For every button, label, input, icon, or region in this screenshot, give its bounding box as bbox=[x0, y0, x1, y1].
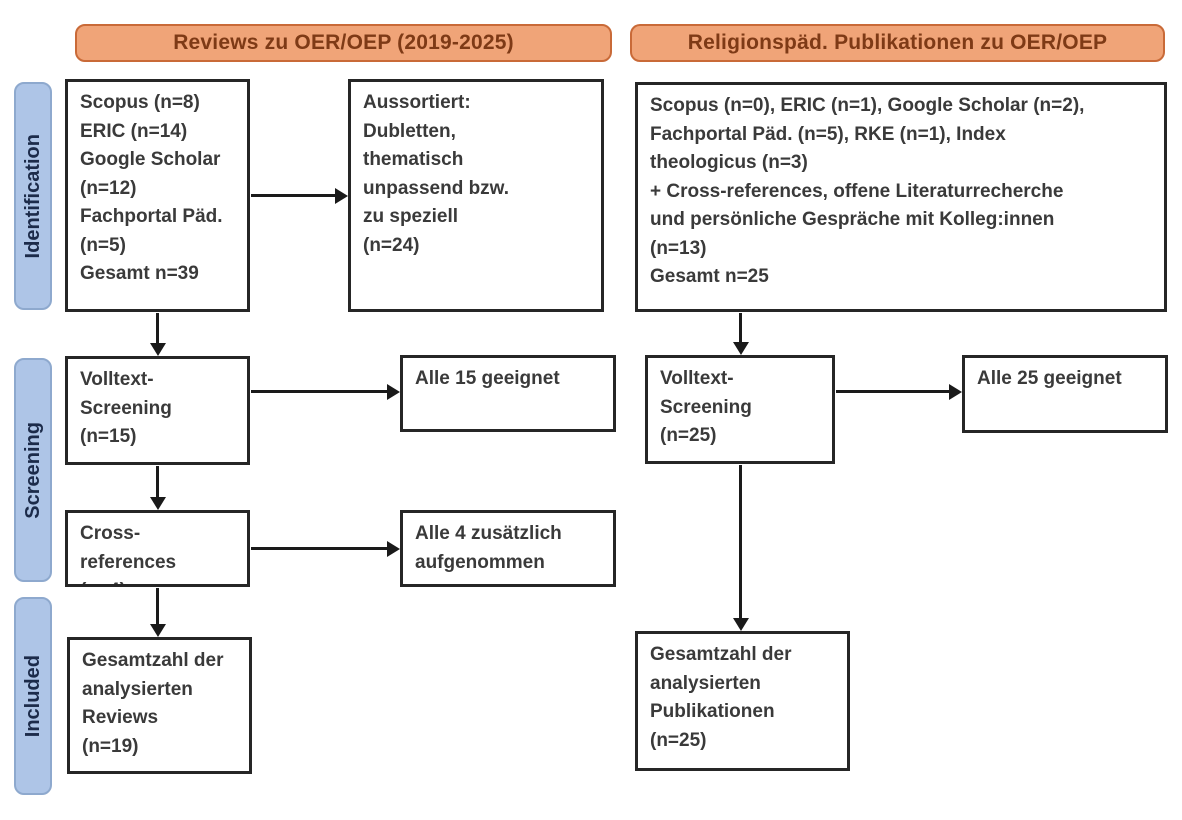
column-header-religionspaed: Religionspäd. Publikationen zu OER/OEP bbox=[630, 24, 1165, 62]
box-left-crossref-added: Alle 4 zusätzlich aufgenommen bbox=[400, 510, 616, 587]
stage-label-screening-text: Screening bbox=[21, 421, 44, 519]
stage-label-included: Included bbox=[14, 597, 52, 795]
box-right-sources: Scopus (n=0), ERIC (n=1), Google Scholar… bbox=[635, 82, 1167, 312]
box-right-fulltext-screening: Volltext- Screening (n=25) bbox=[645, 355, 835, 464]
box-right-included-total: Gesamtzahl der analysierten Publikatione… bbox=[635, 631, 850, 771]
column-header-reviews: Reviews zu OER/OEP (2019-2025) bbox=[75, 24, 612, 62]
box-left-sources: Scopus (n=8) ERIC (n=14) Google Scholar … bbox=[65, 79, 250, 312]
box-left-fulltext-screening: Volltext- Screening (n=15) bbox=[65, 356, 250, 465]
stage-label-screening: Screening bbox=[14, 358, 52, 582]
box-left-eligible: Alle 15 geeignet bbox=[400, 355, 616, 432]
box-left-crossreferences: Cross-references (n=4) bbox=[65, 510, 250, 587]
box-left-excluded: Aussortiert: Dubletten, thematisch unpas… bbox=[348, 79, 604, 312]
box-right-eligible: Alle 25 geeignet bbox=[962, 355, 1168, 433]
stage-label-identification: Identification bbox=[14, 82, 52, 310]
stage-label-included-text: Included bbox=[21, 654, 44, 738]
stage-label-identification-text: Identification bbox=[21, 133, 44, 259]
box-left-included-total: Gesamtzahl der analysierten Reviews (n=1… bbox=[67, 637, 252, 774]
